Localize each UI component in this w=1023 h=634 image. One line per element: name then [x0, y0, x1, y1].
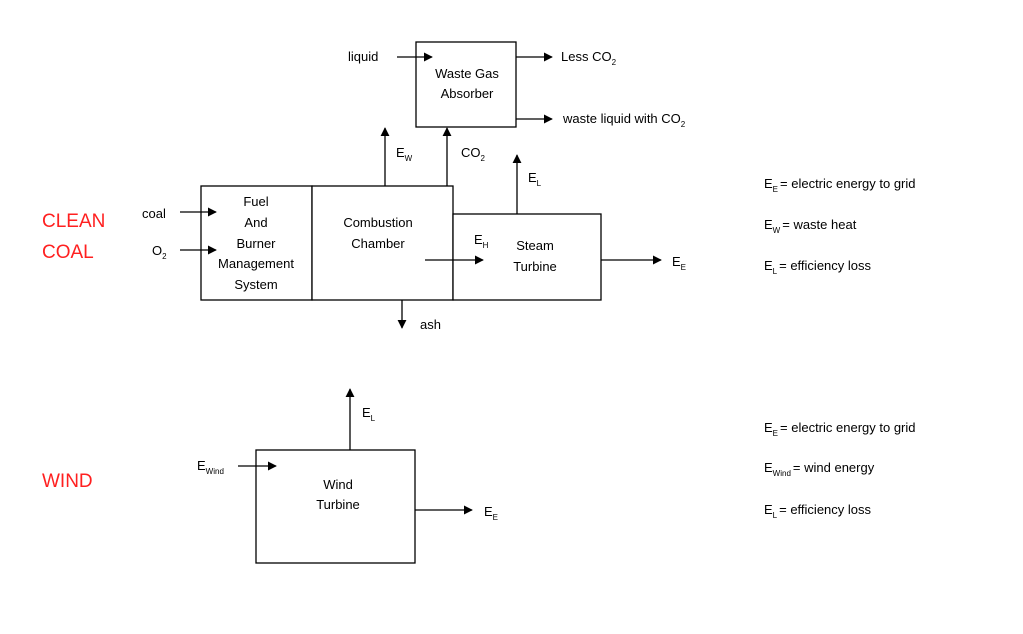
waste-liquid-label: waste liquid with CO2 [562, 111, 686, 129]
waste-gas-absorber-box [415, 41, 517, 128]
coal-legend-item-1: EE= electric energy to grid [764, 176, 916, 194]
wind-label: WIND [42, 471, 93, 492]
ash-label: ash [420, 317, 441, 332]
clean-coal-label-line2: COAL [42, 242, 94, 263]
steam-turbine-box [452, 213, 602, 301]
wind-turbine-box [255, 449, 416, 564]
fuel-burner-label-2: And [244, 215, 267, 230]
ewind-input-label: EWind [197, 458, 224, 476]
fuel-burner-label-5: System [234, 277, 277, 292]
co2-label: CO2 [461, 145, 486, 163]
wind-turbine-label-2: Turbine [316, 497, 360, 512]
wind-turbine-label-1: Wind [323, 477, 353, 492]
fuel-burner-label-1: Fuel [243, 194, 268, 209]
fuel-burner-label-3: Burner [236, 236, 276, 251]
waste-gas-absorber-label-2: Absorber [441, 86, 494, 101]
coal-input-label: coal [142, 206, 166, 221]
steam-turbine-label-1: Steam [516, 238, 554, 253]
wind-el-label: EL [362, 405, 376, 423]
less-co2-label: Less CO2 [561, 49, 617, 67]
coal-legend-item-2: EW= waste heat [764, 217, 857, 235]
wind-ee-label: EE [484, 504, 498, 522]
steam-turbine-label-2: Turbine [513, 259, 557, 274]
clean-coal-label-line1: CLEAN [42, 211, 105, 232]
coal-legend-item-3: EL= efficiency loss [764, 258, 872, 276]
fuel-burner-label-4: Management [218, 256, 294, 271]
fuel-burner-box [200, 185, 313, 301]
combustion-chamber-box [311, 185, 454, 301]
waste-gas-absorber-label-1: Waste Gas [435, 66, 499, 81]
eh-label: EH [474, 232, 489, 250]
wind-legend-item-2: EWind= wind energy [764, 460, 875, 478]
combustion-chamber-label-2: Chamber [351, 236, 405, 251]
wind-legend-item-3: EL= efficiency loss [764, 502, 872, 520]
wind-legend-item-1: EE= electric energy to grid [764, 420, 916, 438]
o2-input-label: O2 [152, 243, 167, 261]
combustion-chamber-label-1: Combustion [343, 215, 412, 230]
el-label: EL [528, 170, 542, 188]
liquid-input-label: liquid [348, 49, 378, 64]
ew-label: EW [396, 145, 413, 163]
ee-label: EE [672, 254, 686, 272]
